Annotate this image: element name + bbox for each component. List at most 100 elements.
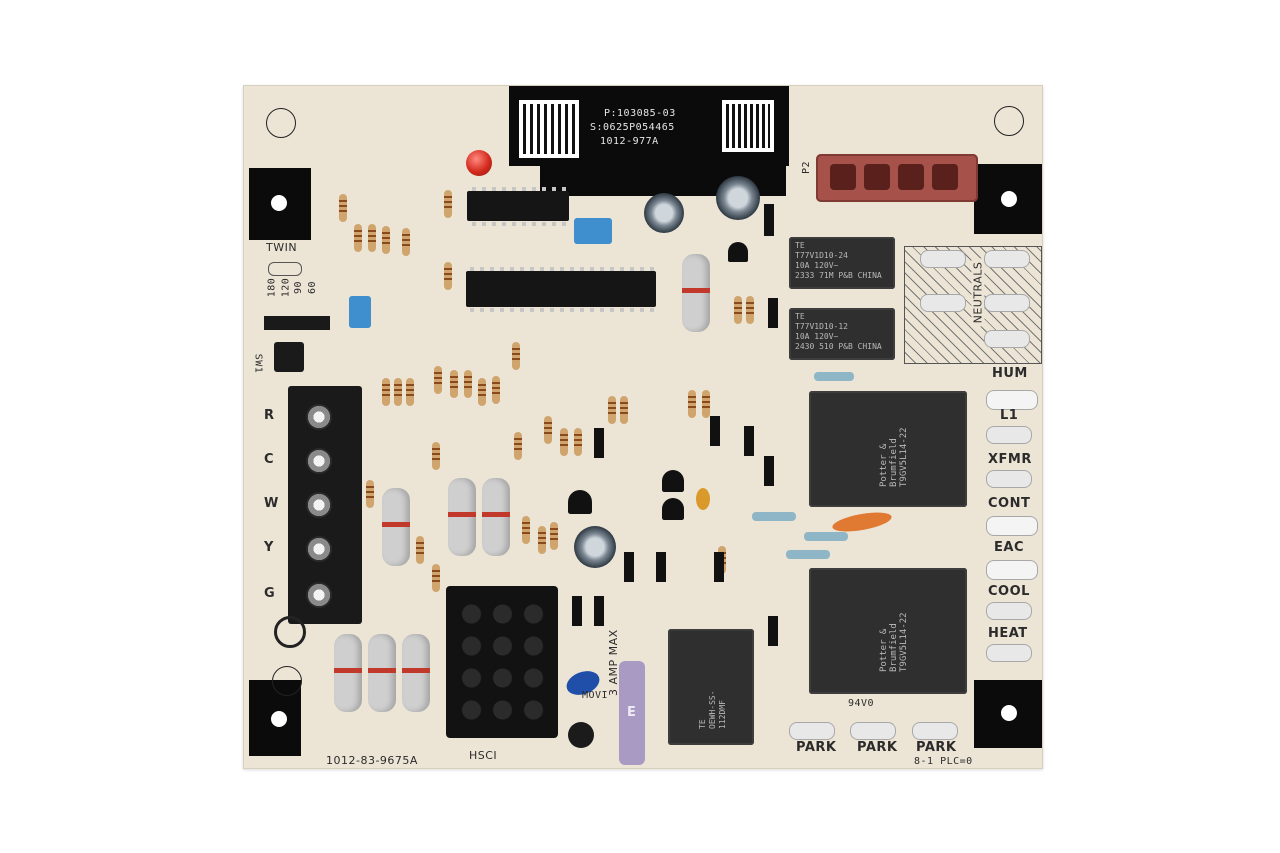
- spade-terminal-cool[interactable]: [986, 602, 1032, 620]
- sw1-label: SW1: [252, 353, 264, 374]
- relay-brand: TE: [795, 312, 805, 321]
- resistor: [432, 442, 440, 470]
- heat-delay-header[interactable]: [264, 316, 330, 330]
- resistor: [464, 370, 472, 398]
- mount-hole: [998, 702, 1020, 724]
- neutral-spade[interactable]: [984, 330, 1030, 348]
- power-resistor: [402, 634, 430, 712]
- mount-hole: [268, 708, 290, 730]
- resistor-r42: [752, 512, 796, 521]
- spade-terminal-xfmr[interactable]: [986, 470, 1032, 488]
- resistor: [368, 224, 376, 252]
- ic-pins: [472, 222, 566, 226]
- mount-hole: [998, 188, 1020, 210]
- qr-code-left: [519, 100, 579, 158]
- terminal-screw-y[interactable]: [306, 536, 332, 562]
- relay-brand: Potter & Brumfield: [879, 623, 899, 672]
- spade-label-cont: CONT: [988, 496, 1031, 511]
- spade-terminal-l1[interactable]: [986, 426, 1032, 444]
- registration-mark: [994, 106, 1024, 136]
- spade-terminal-heat[interactable]: [986, 644, 1032, 662]
- park-terminal[interactable]: [850, 722, 896, 740]
- terminal-screw-w[interactable]: [306, 492, 332, 518]
- relay-model: T77V1D10-24: [795, 251, 848, 260]
- terminal-screw-r[interactable]: [306, 404, 332, 430]
- terminal-screw-c[interactable]: [306, 448, 332, 474]
- terminal-label-y: Y: [264, 540, 274, 555]
- power-resistor: [368, 634, 396, 712]
- fuse[interactable]: E: [619, 661, 645, 765]
- part-number: 1012-83-9675A: [326, 754, 418, 767]
- transistor-q2: [662, 498, 684, 520]
- mount-hole: [268, 192, 290, 214]
- twin-label: TWIN: [266, 241, 298, 254]
- qr-code-right: [722, 100, 774, 152]
- ic-u1: [466, 271, 656, 307]
- resistor: [444, 262, 452, 290]
- capacitor-c3: [716, 176, 760, 220]
- resistor: [512, 342, 520, 370]
- flammability-rating: 94V0: [848, 698, 875, 709]
- resistor: [538, 526, 546, 554]
- transistor-q3: [568, 490, 592, 514]
- diode: [764, 456, 774, 486]
- spade-terminal-eac[interactable]: [986, 560, 1038, 580]
- thermistor: [568, 722, 594, 748]
- relay-brand: Potter & Brumfield: [879, 438, 899, 487]
- label-line-3: 1012-977A: [600, 136, 659, 147]
- spade-terminal-hum[interactable]: [986, 390, 1038, 410]
- ic-pins: [470, 267, 654, 271]
- p2-label: P2: [801, 160, 813, 175]
- resistor: [608, 396, 616, 424]
- relay-big-2: Potter & Brumfield T9GV5L14-22: [809, 568, 967, 694]
- resistor: [522, 516, 530, 544]
- resistor: [734, 296, 742, 324]
- hsci-pins: [456, 598, 550, 728]
- diode: [714, 552, 724, 582]
- resistor: [382, 378, 390, 406]
- neutral-spade[interactable]: [984, 250, 1030, 268]
- park-terminal[interactable]: [789, 722, 835, 740]
- resistor: [382, 226, 390, 254]
- neutrals-label: NEUTRALS: [971, 258, 985, 327]
- resistor: [434, 366, 442, 394]
- relay-small-1: TE T77V1D10-24 10A 120V~ 2333 71M P&B CH…: [789, 237, 895, 289]
- neutral-spade[interactable]: [984, 294, 1030, 312]
- terminal-screw-g[interactable]: [306, 582, 332, 608]
- resistor: [746, 296, 754, 324]
- revision-mark: 8-1 PLC=0: [914, 756, 973, 767]
- transistor-q4: [728, 242, 748, 262]
- neutral-spade[interactable]: [920, 250, 966, 268]
- relay-origin: 2430 510 P&B CHINA: [795, 342, 882, 351]
- resistor: [416, 536, 424, 564]
- relay-model: T9GV5L14-22: [899, 427, 909, 487]
- capacitor-c5: [574, 218, 612, 244]
- heat-setting-60: 60: [307, 280, 319, 295]
- p2-connector[interactable]: [816, 154, 978, 202]
- resistor-r53: [814, 372, 854, 381]
- diode: [744, 426, 754, 456]
- spade-terminal-cont[interactable]: [986, 516, 1038, 536]
- label-line-2: S:0625P054465: [590, 122, 675, 133]
- power-resistor: [382, 488, 410, 566]
- relay-model: T9GV5L14-22: [899, 612, 909, 672]
- neutral-spade[interactable]: [920, 294, 966, 312]
- park-label: PARK: [916, 740, 957, 755]
- terminal-label-g: G: [264, 586, 276, 601]
- resistor: [702, 390, 710, 418]
- diode: [594, 428, 604, 458]
- spade-label-hum: HUM: [992, 366, 1028, 381]
- circuit-board: P:103085-03 S:0625P054465 1012-977A P2 T…: [243, 85, 1043, 769]
- push-switch-sw1[interactable]: [274, 342, 304, 372]
- power-resistor: [334, 634, 362, 712]
- diode: [572, 596, 582, 626]
- park-terminal[interactable]: [912, 722, 958, 740]
- capacitor-c1: [644, 193, 684, 233]
- relay-small-2: TE T77V1D10-12 10A 120V~ 2430 510 P&B CH…: [789, 308, 895, 360]
- fuse-rating: 3 AMP MAX: [607, 629, 620, 696]
- resistor: [339, 194, 347, 222]
- relay-origin: 2333 71M P&B CHINA: [795, 271, 882, 280]
- power-resistor: [682, 254, 710, 332]
- twin-jumper[interactable]: [268, 262, 302, 276]
- resistor: [406, 378, 414, 406]
